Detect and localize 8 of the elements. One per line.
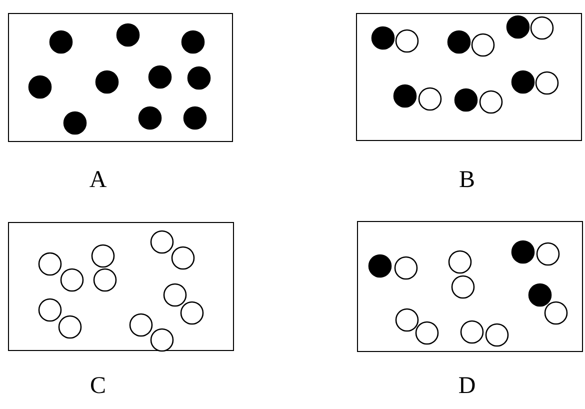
- panel-label: B: [458, 168, 476, 192]
- panel-label: D: [457, 374, 477, 398]
- panel-box: [8, 13, 233, 142]
- panel-box: [356, 13, 582, 141]
- panel-box: [8, 222, 234, 351]
- panel-label: A: [88, 168, 108, 192]
- panel-box: [357, 221, 583, 352]
- panel-label: C: [88, 374, 107, 398]
